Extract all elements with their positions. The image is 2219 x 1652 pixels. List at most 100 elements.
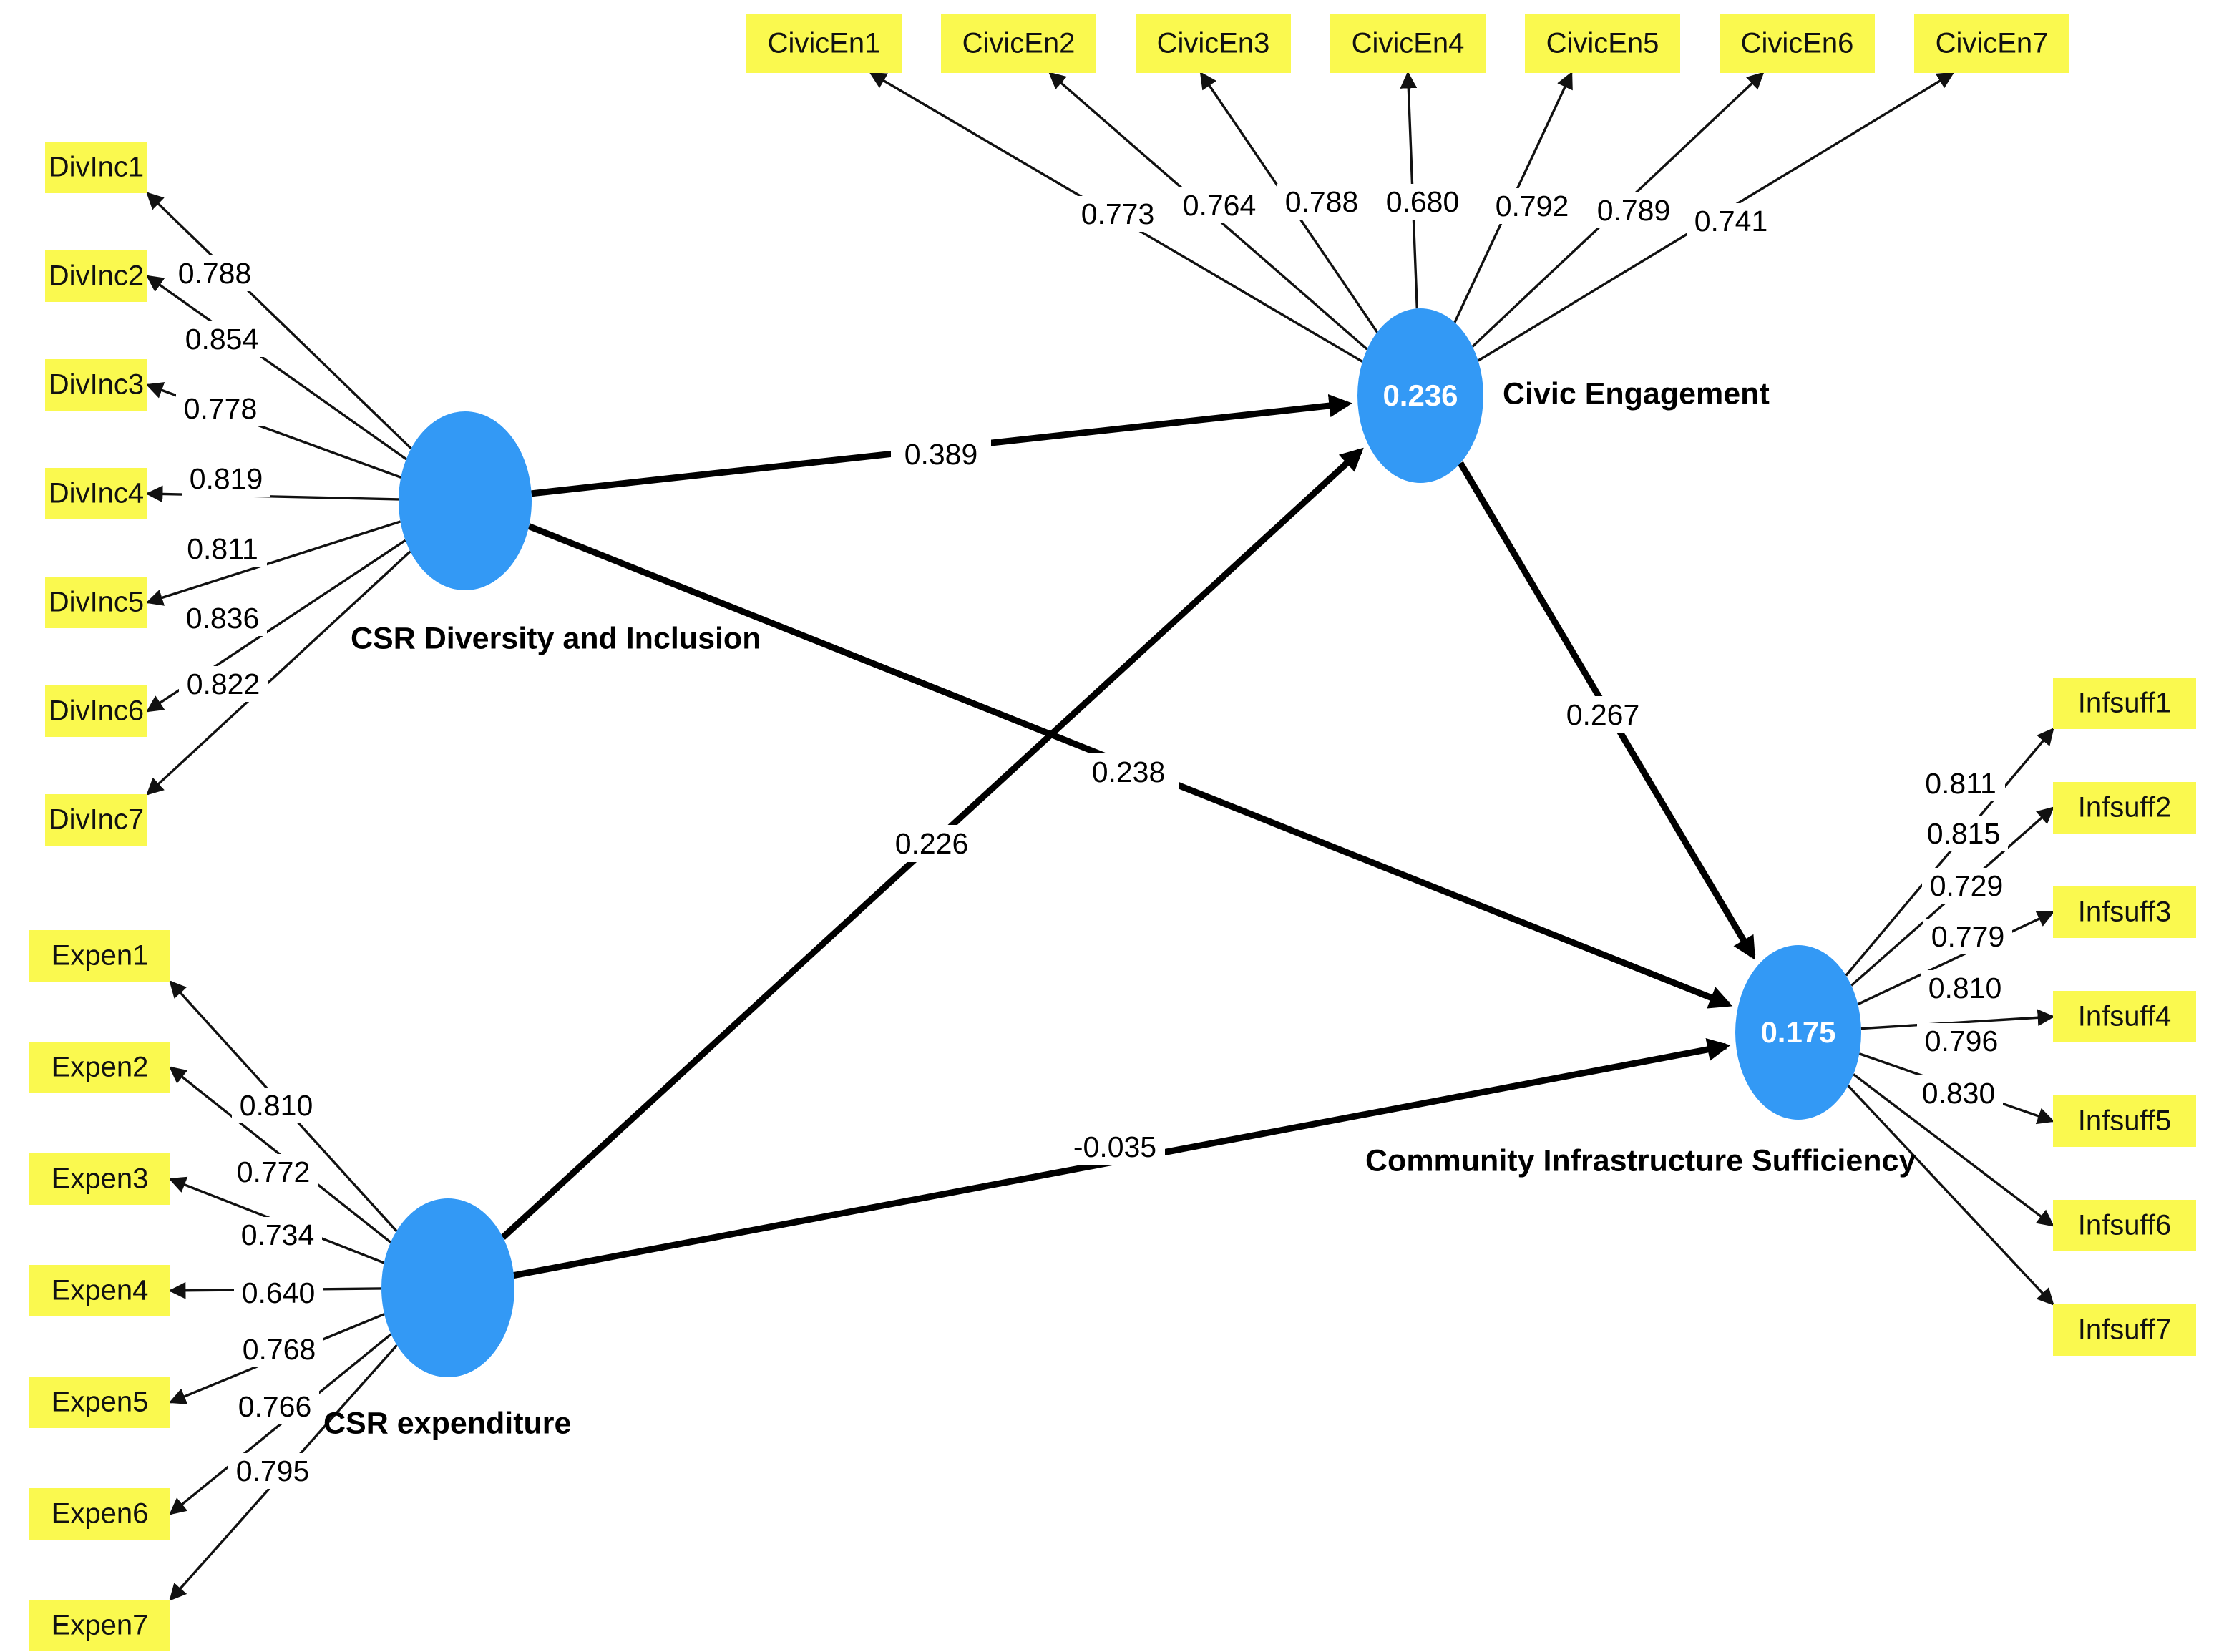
indicator-box: Expen3 [29,1153,170,1205]
outer-loading-value: 0.830 [1922,1077,1996,1110]
outer-loading-label: 0.788 [170,255,259,291]
indicator-label: Infsuff5 [2078,1105,2171,1137]
outer-loading-value: 0.811 [187,532,258,565]
indicator-box: Infsuff5 [2053,1095,2196,1147]
indicator-box: CivicEn6 [1720,14,1875,73]
indicator-box: DivInc4 [45,468,147,519]
indicator-box: DivInc6 [45,685,147,737]
indicator-label: CivicEn1 [768,28,881,59]
outer-loading-value: 0.822 [187,668,260,700]
indicator-box: Expen6 [29,1488,170,1540]
outer-loading-label: 0.768 [235,1331,323,1367]
outer-loading-label: 0.772 [229,1154,318,1190]
outer-loading-value: 0.640 [242,1276,316,1309]
outer-loading-value: 0.788 [178,257,252,290]
indicator-label: Expen6 [52,1498,149,1530]
outer-loading-value: 0.815 [1927,817,2001,850]
outer-loading-label: 0.788 [1277,184,1366,220]
indicator-box: Infsuff7 [2053,1304,2196,1356]
outer-loading-label: 0.795 [228,1453,317,1489]
outer-loading-label: 0.836 [178,600,267,636]
indicator-box: DivInc1 [45,142,147,193]
path-coefficient-label: -0.035 [1065,1128,1165,1165]
outer-loading-label: 0.764 [1175,187,1264,223]
indicator-box: CivicEn4 [1330,14,1486,73]
outer-loading-label: 0.778 [176,391,265,426]
indicator-label: CivicEn4 [1352,28,1465,59]
indicator-box: CivicEn3 [1136,14,1291,73]
indicator-box: DivInc5 [45,577,147,628]
path-coefficient-label: 0.267 [1553,696,1653,733]
outer-loading-value: 0.854 [185,323,259,356]
indicator-box: Expen5 [29,1377,170,1428]
indicator-label: Expen7 [52,1610,149,1641]
indicator-label: Infsuff1 [2078,688,2171,719]
outer-loading-arrow [1847,1085,2054,1306]
outer-loading-value: 0.734 [241,1218,315,1251]
indicator-label: Expen4 [52,1275,149,1306]
outer-loading-arrow [1853,1073,2054,1227]
indicator-box: CivicEn1 [746,14,902,73]
outer-loading-label: 0.815 [1919,816,2008,851]
path-coefficient-labels: 0.389 0.238 0.226 -0.035 0.267 [882,436,1653,1165]
outer-loading-value: 0.768 [243,1333,316,1366]
outer-loading-value: 0.796 [1925,1025,1999,1057]
outer-loading-label: 0.822 [179,666,268,702]
path-coefficient-value: 0.226 [895,827,969,860]
outer-loading-value: 0.766 [238,1390,312,1423]
indicator-label: Expen5 [52,1387,149,1418]
outer-loading-arrow [146,550,411,796]
outer-loading-arrow [146,192,412,450]
indicator-box: DivInc2 [45,250,147,302]
outer-loading-labels: 0.7880.8540.7780.8190.8110.8360.8220.773… [170,184,2012,1489]
construct-r-squared: 0.236 [1382,378,1458,412]
outer-loading-value: 0.729 [1930,869,2004,902]
outer-loading-label: 0.810 [1921,970,2009,1006]
outer-loading-arrow [1857,911,2055,1006]
path-coefficient-value: -0.035 [1073,1130,1156,1163]
path-coefficient-label: 0.238 [1078,753,1179,791]
outer-loading-label: 0.830 [1914,1075,2003,1111]
path-coefficient-value: 0.389 [904,438,978,471]
outer-loading-value: 0.836 [186,602,260,635]
outer-loading-label: 0.854 [177,321,266,357]
indicator-label: Infsuff3 [2078,896,2171,928]
indicator-box: Expen7 [29,1600,170,1651]
outer-loading-label: 0.640 [234,1275,323,1311]
construct-name-label: Community Infrastructure Sufficiency [1365,1143,1916,1178]
outer-loading-label: 0.810 [232,1088,321,1123]
indicator-boxes: DivInc1DivInc2DivInc3DivInc4DivInc5DivIn… [29,14,2196,1651]
latent-construct-infra: 0.175 [1735,945,1861,1120]
indicator-label: CivicEn3 [1157,28,1270,59]
outer-loading-value: 0.764 [1183,189,1257,222]
indicator-label: Infsuff6 [2078,1210,2171,1241]
indicator-label: Expen3 [52,1163,149,1195]
indicator-box: Expen4 [29,1265,170,1316]
latent-construct-civic: 0.236 [1357,308,1483,483]
outer-loading-label: 0.796 [1917,1023,2006,1059]
latent-construct-csr_di [399,411,532,590]
indicator-box: Infsuff3 [2053,886,2196,938]
outer-loading-arrow [1845,728,2054,977]
outer-loading-value: 0.789 [1597,194,1671,227]
path-coefficient-value: 0.267 [1566,698,1640,731]
indicator-label: Expen1 [52,940,149,972]
indicator-box: CivicEn7 [1914,14,2069,73]
indicator-box: DivInc3 [45,359,147,411]
indicator-label: CivicEn7 [1936,28,2049,59]
indicator-label: DivInc2 [49,260,144,292]
outer-loading-value: 0.811 [1925,767,1996,800]
outer-loading-value: 0.772 [237,1155,311,1188]
construct-ellipse [1735,945,1861,1120]
outer-loading-arrow [145,520,401,606]
indicator-label: CivicEn5 [1546,28,1659,59]
indicator-box: Infsuff2 [2053,782,2196,834]
indicator-label: DivInc1 [49,152,144,183]
outer-loading-label: 0.819 [182,461,270,497]
outer-loading-value: 0.741 [1694,205,1768,238]
indicator-box: DivInc7 [45,794,147,846]
latent-construct-csr_exp [381,1198,514,1377]
outer-loading-arrow [146,275,407,461]
